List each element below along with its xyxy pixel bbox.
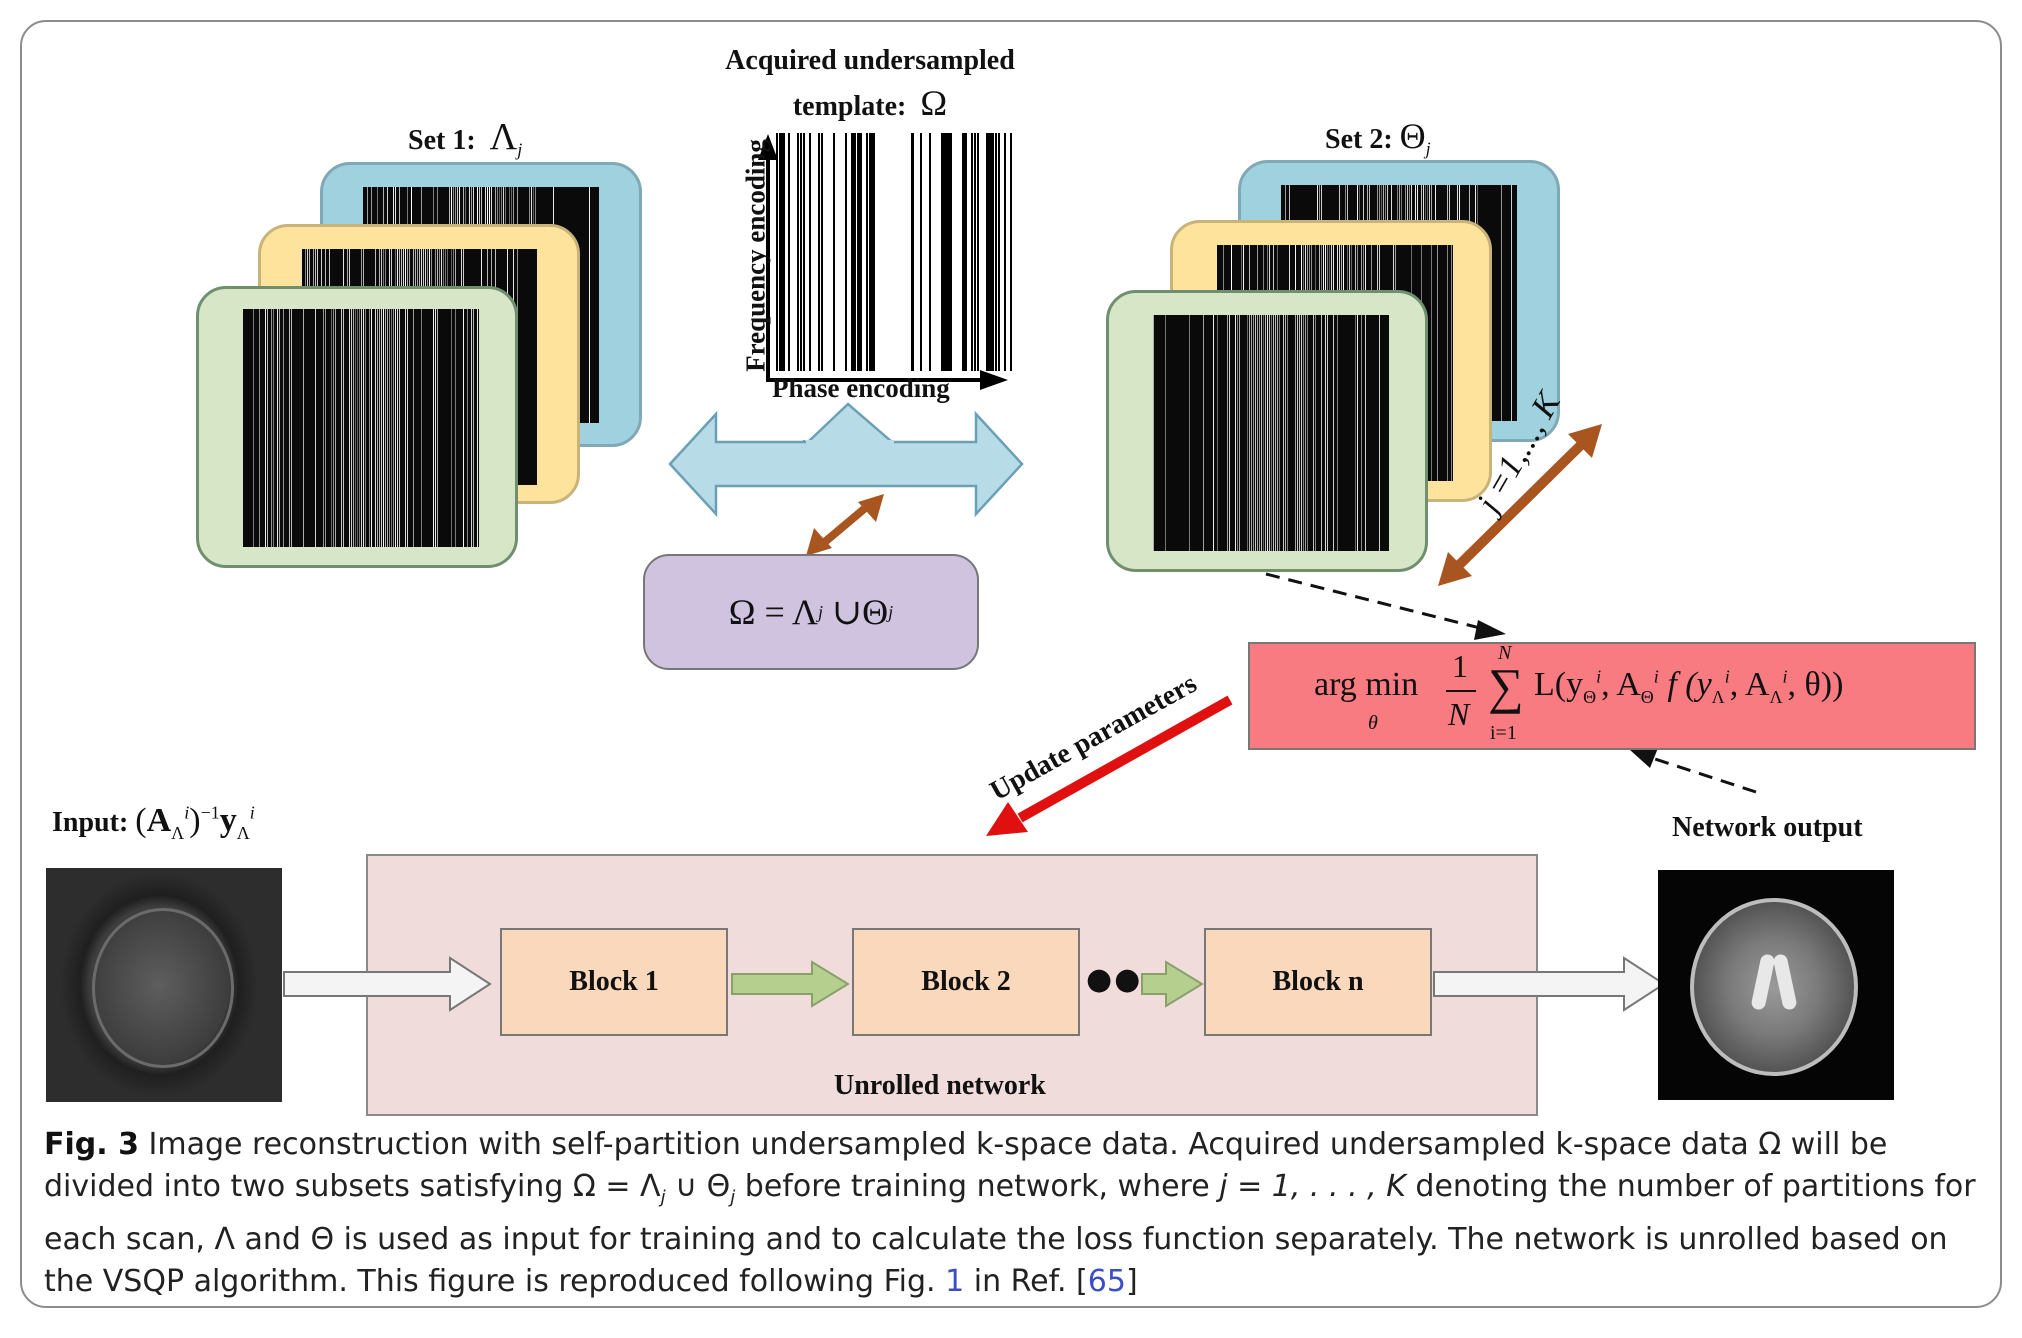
fraction-bar — [1446, 690, 1476, 692]
brain-scan — [1690, 898, 1858, 1076]
ref-link[interactable]: 65 — [1087, 1264, 1126, 1299]
fig-ref-link[interactable]: 1 — [945, 1264, 965, 1299]
loss-sum-bottom: i=1 — [1490, 722, 1517, 744]
mask-axes — [758, 134, 1008, 390]
block-n: Block n — [1204, 928, 1432, 1036]
input-label: Input: (AΛi)−1yΛi — [52, 802, 255, 843]
set1-card-green — [196, 286, 518, 568]
brown-arrow-large — [1438, 424, 1602, 586]
block-1: Block 1 — [500, 928, 728, 1036]
ventricle-left — [1750, 953, 1776, 1011]
set2-card-green — [1106, 290, 1428, 572]
output-label: Network output — [1672, 812, 1863, 843]
loss-fraction-den: N — [1448, 696, 1470, 732]
loss-argmin: arg min — [1314, 666, 1419, 703]
update-arrow — [986, 695, 1233, 836]
figure-caption: Fig. 3 Image reconstruction with self-pa… — [44, 1127, 1976, 1299]
y-axis-label: Frequency encoding — [740, 139, 771, 372]
loss-function-box: arg min θ 1 N N ∑ i=1 L(yΘi, AΘi f (yΛi,… — [1248, 642, 1976, 750]
loss-body: L(yΘi, AΘi f (yΛi, AΛi, θ)) — [1534, 666, 1844, 707]
output-image — [1658, 870, 1894, 1100]
dashed-arrows — [1265, 572, 1757, 794]
network-label: Unrolled network — [834, 1070, 1046, 1101]
ventricle-right — [1772, 953, 1798, 1011]
kspace-image — [1153, 315, 1389, 551]
loss-sum: ∑ — [1488, 658, 1524, 714]
set2-label: Set 2: Θj — [1325, 116, 1431, 159]
loss-theta: θ — [1368, 712, 1378, 734]
brain-outline — [92, 908, 234, 1068]
input-image — [46, 868, 282, 1102]
block-2: Block 2 — [852, 928, 1080, 1036]
flow-arrows — [283, 956, 1666, 1012]
figure-frame — [20, 20, 2002, 1308]
undersampling-mask — [776, 133, 1012, 371]
loss-sum-top: N — [1498, 642, 1512, 664]
loss-fraction-num: 1 — [1452, 648, 1468, 684]
set1-label: Set 1: Λj — [408, 116, 523, 160]
brown-arrow-small — [806, 494, 884, 556]
split-arrow — [668, 402, 1024, 518]
ellipsis-dots: ●● — [1086, 962, 1143, 997]
kspace-image — [243, 309, 479, 547]
x-axis-label: Phase encoding — [772, 373, 950, 403]
template-title: Acquired undersampled template: Ω — [725, 45, 1015, 123]
